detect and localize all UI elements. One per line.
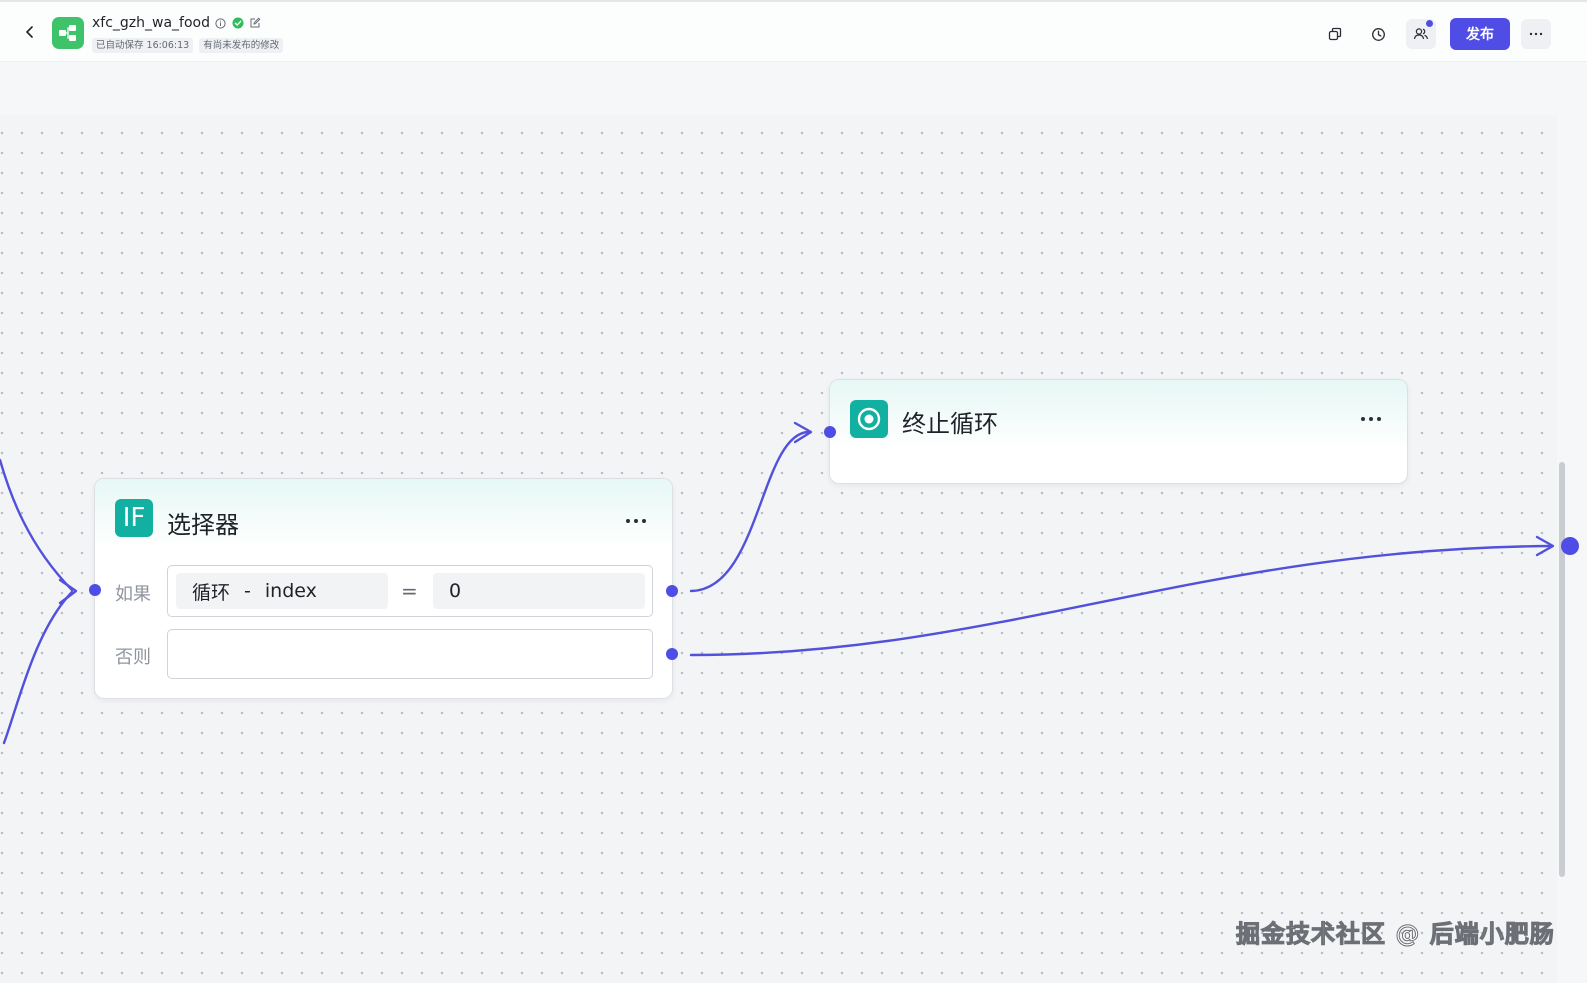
selector-node[interactable]: IF 选择器 如果 循环 - index = 0 否则 [94, 478, 673, 699]
watermark: 掘金技术社区 @ 后端小肥肠 [1236, 920, 1555, 949]
history-button[interactable] [1363, 19, 1393, 49]
more-icon [1529, 32, 1543, 36]
workflow-app-icon [52, 17, 84, 49]
node-header [830, 380, 1407, 450]
if-condition-box[interactable]: 循环 - index = 0 [167, 565, 653, 617]
else-label: 否则 [115, 647, 151, 668]
status-badges: 已自动保存 16:06:13 有尚未发布的修改 [92, 38, 284, 53]
else-output-port[interactable] [666, 648, 678, 660]
edit-icon[interactable] [248, 17, 261, 30]
more-options-button[interactable] [1521, 19, 1551, 49]
history-icon [1371, 27, 1385, 41]
back-button[interactable] [20, 22, 40, 42]
if-output-port[interactable] [666, 585, 678, 597]
canvas-scrollbar[interactable] [1559, 462, 1565, 877]
stop-circle-icon [850, 400, 888, 438]
condition-value[interactable]: 0 [433, 573, 645, 609]
verified-check-icon [231, 17, 244, 30]
top-bar: xfc_gzh_wa_food 已自动保存 16:06:13 有尚未发布的修改 [0, 0, 1587, 62]
condition-variable[interactable]: 循环 - index [176, 573, 388, 609]
copy-button[interactable] [1320, 19, 1350, 49]
notification-dot [1426, 20, 1433, 27]
stop-loop-node[interactable]: 终止循环 [829, 379, 1408, 484]
else-branch-box[interactable] [167, 629, 653, 679]
collaborators-icon [1413, 28, 1428, 40]
collaborators-button[interactable] [1406, 19, 1436, 49]
stop-loop-input-port[interactable] [824, 426, 836, 438]
node-title: 终止循环 [902, 410, 998, 438]
node-header [95, 479, 672, 549]
publish-button[interactable]: 发布 [1450, 18, 1510, 50]
unpublished-badge: 有尚未发布的修改 [199, 38, 284, 53]
node-more-button[interactable] [1354, 407, 1388, 431]
autosave-badge: 已自动保存 16:06:13 [92, 38, 194, 53]
app-title-row: xfc_gzh_wa_food [92, 15, 261, 31]
selector-input-port[interactable] [89, 584, 101, 596]
back-icon [26, 26, 33, 38]
node-title: 选择器 [167, 511, 239, 539]
if-icon: IF [115, 499, 153, 537]
copy-icon [1328, 27, 1342, 41]
condition-operator[interactable]: = [401, 579, 418, 603]
app-title[interactable]: xfc_gzh_wa_food [92, 15, 210, 31]
node-more-button[interactable] [619, 509, 653, 533]
if-label: 如果 [115, 584, 151, 605]
info-icon[interactable] [214, 17, 227, 30]
